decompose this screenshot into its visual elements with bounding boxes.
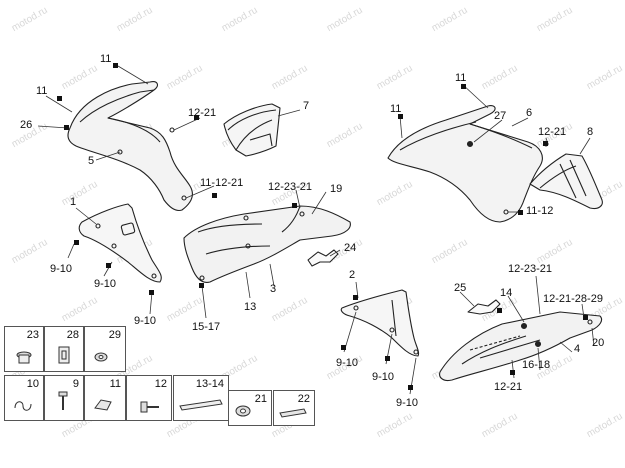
callout-markers	[57, 63, 588, 390]
left-inner-panel	[78, 203, 162, 283]
part-box-11: 11	[84, 375, 126, 421]
part-number: 22	[297, 393, 310, 405]
right-inner-panel	[340, 289, 420, 357]
callout-3: 3	[270, 283, 277, 295]
callout-9-10: 9-10	[50, 263, 73, 275]
bolt-icon	[140, 401, 159, 413]
nut-clip-icon	[94, 399, 112, 411]
part-number: 28	[66, 329, 79, 341]
left-side-fairing	[67, 81, 193, 212]
callout-2: 2	[349, 269, 356, 281]
part-box-10: 10	[4, 375, 44, 421]
part-box-22: 22	[273, 390, 315, 426]
callout-26: 26	[20, 119, 33, 131]
callout-12-23-21: 12-23-21	[268, 181, 313, 193]
part-number: 21	[254, 393, 267, 405]
part-number: 23	[26, 329, 39, 341]
washer-icon	[235, 405, 251, 417]
callout-4: 4	[574, 343, 581, 355]
strip-icon	[179, 399, 223, 411]
right-inner-duct	[529, 153, 603, 210]
callout-11: 11	[36, 85, 48, 97]
callout-1: 1	[70, 196, 77, 208]
button-rivet-icon	[16, 351, 32, 364]
part-number: 12	[154, 378, 167, 390]
bracket-icon	[279, 408, 307, 418]
callout-20: 20	[592, 337, 605, 349]
part-box-12: 12	[126, 375, 172, 421]
screw-icon	[58, 391, 68, 410]
callout-6: 6	[526, 107, 533, 119]
callout-27: 27	[494, 110, 507, 122]
part-box-28: 28	[44, 326, 84, 372]
callout-11-12-21: 11-12-21	[200, 177, 244, 189]
callout-11-12: 11-12	[526, 205, 554, 217]
callout-12-21: 12-21	[538, 126, 567, 138]
inner-air-duct	[223, 103, 281, 157]
right-lower-fairing	[439, 299, 603, 382]
part-number: 11	[109, 378, 121, 390]
part-number: 10	[26, 378, 39, 390]
callout-5: 5	[88, 155, 95, 167]
right-side-fairing	[387, 105, 549, 223]
callout-13: 13	[244, 301, 257, 313]
spring-clip-icon	[14, 401, 32, 411]
callout-9-10: 9-10	[396, 397, 419, 409]
callout-25: 25	[454, 282, 467, 294]
callout-12-21: 12-21	[188, 107, 217, 119]
part-number: 29	[108, 329, 121, 341]
callout-8: 8	[587, 126, 594, 138]
callout-7: 7	[303, 100, 310, 112]
part-number: 9	[72, 378, 79, 390]
grommet-icon	[94, 352, 108, 362]
part-number: 13-14	[195, 378, 224, 390]
callout-19: 19	[330, 183, 343, 195]
callout-11: 11	[100, 53, 112, 65]
callout-12-23-21: 12-23-21	[508, 263, 553, 275]
callout-11: 11	[455, 72, 467, 84]
callout-15-17: 15-17	[192, 321, 221, 333]
clip-icon	[58, 346, 70, 364]
callout-9-10: 9-10	[94, 278, 117, 290]
part-box-21: 21	[228, 390, 272, 426]
part-box-23: 23	[4, 326, 44, 372]
callout-12-21: 12-21	[494, 381, 523, 393]
callout-9-10: 9-10	[372, 371, 395, 383]
part-box-29: 29	[84, 326, 126, 372]
callout-14: 14	[500, 287, 513, 299]
callout-11: 11	[390, 103, 402, 115]
callout-16-18: 16-18	[522, 359, 551, 371]
part-box-13-14: 13-14	[173, 375, 229, 421]
callout-12-21-28-29: 12-21-28-29	[543, 293, 603, 305]
part-box-9: 9	[44, 375, 84, 421]
callout-9-10: 9-10	[336, 357, 359, 369]
callout-24: 24	[344, 242, 357, 254]
left-lower-fairing	[183, 205, 351, 283]
callout-9-10: 9-10	[134, 315, 157, 327]
